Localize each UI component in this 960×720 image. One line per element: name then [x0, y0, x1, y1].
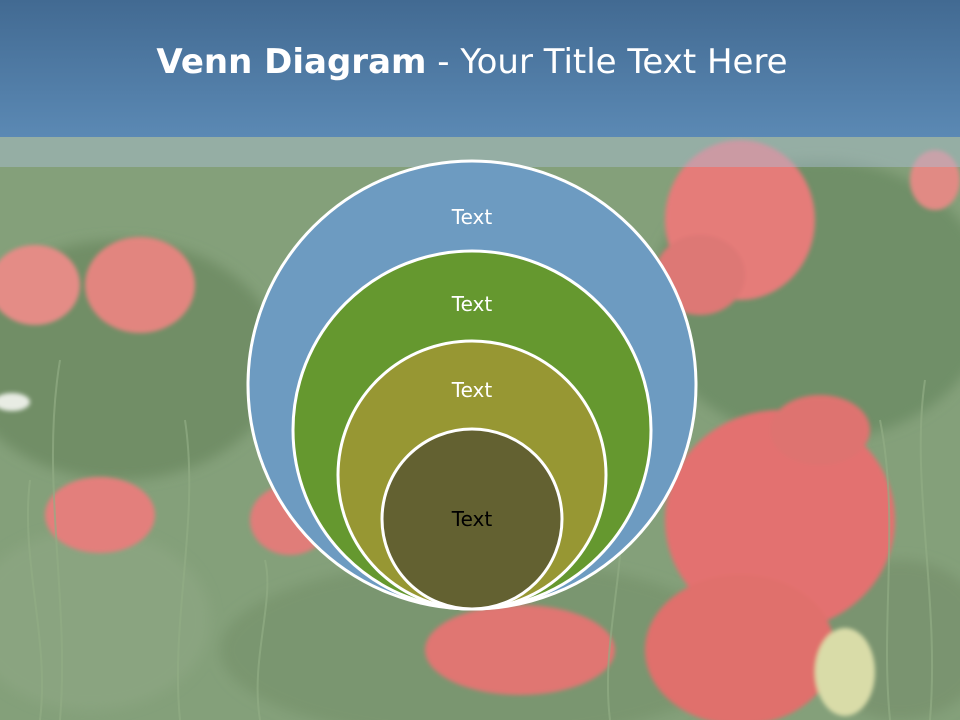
venn-circle-second-label: Text: [451, 292, 493, 316]
venn-circle-inner[interactable]: Text: [380, 427, 564, 611]
venn-circle-inner-shape: [380, 427, 564, 611]
slide-title-rest: - Your Title Text Here: [426, 42, 788, 82]
venn-circle-outer-label: Text: [451, 205, 493, 229]
venn-circle-third-label: Text: [451, 378, 493, 402]
title-bar: [0, 0, 960, 137]
slide-title: Venn Diagram - Your Title Text Here: [0, 40, 944, 84]
venn-circle-inner-label: Text: [451, 507, 493, 531]
slide-title-bold: Venn Diagram: [156, 42, 427, 82]
